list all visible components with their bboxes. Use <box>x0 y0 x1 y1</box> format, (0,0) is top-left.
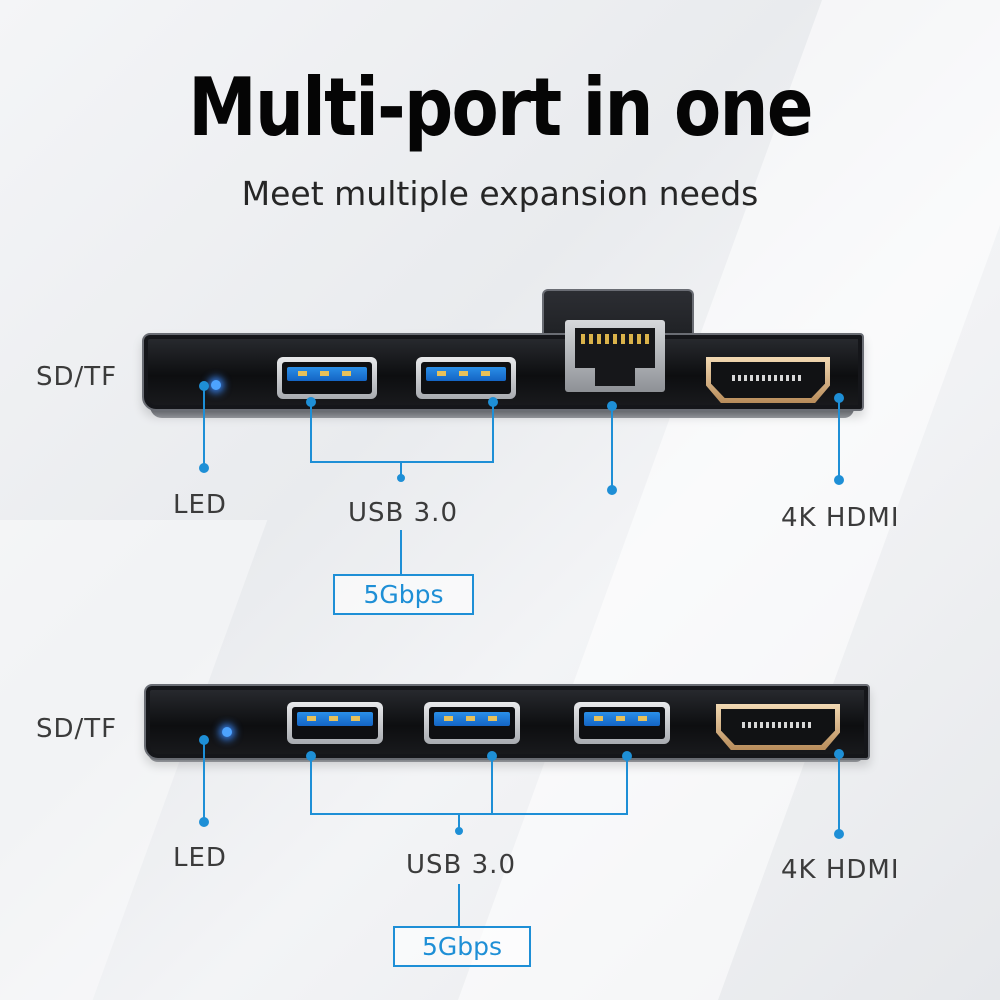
speed-badge: 5Gbps <box>333 574 474 615</box>
callout-dot <box>199 817 209 827</box>
callout-dot <box>397 474 405 482</box>
callout-dot <box>607 485 617 495</box>
label-card-slot: SD/TF <box>36 714 118 744</box>
label-led: LED <box>173 490 227 520</box>
speed-badge: 5Gbps <box>393 926 531 967</box>
usb-port-icon <box>416 357 516 399</box>
usb-bracket-line <box>310 756 628 815</box>
callout-dot <box>834 829 844 839</box>
callout-dot <box>306 397 316 407</box>
callout-dot <box>488 397 498 407</box>
usb-port-icon <box>574 702 670 744</box>
callout-dot <box>306 751 316 761</box>
label-led: LED <box>173 843 227 873</box>
ethernet-port-icon <box>565 320 665 392</box>
usb-bracket-line <box>310 402 494 463</box>
callout-dot <box>199 463 209 473</box>
hdmi-port-icon <box>706 357 830 403</box>
label-usb: USB 3.0 <box>406 850 516 880</box>
usb-port-icon <box>424 702 520 744</box>
led-indicator-icon <box>222 727 232 737</box>
callout-dot <box>834 393 844 403</box>
label-hdmi: 4K HDMI <box>781 503 900 533</box>
label-usb: USB 3.0 <box>348 498 458 528</box>
hdmi-port-icon <box>716 704 840 750</box>
callout-dot <box>199 381 209 391</box>
callout-dot <box>834 475 844 485</box>
usb-port-icon <box>277 357 377 399</box>
callout-dot <box>455 827 463 835</box>
subheadline: Meet multiple expansion needs <box>241 174 759 213</box>
usb-port-icon <box>287 702 383 744</box>
headline: Multi-port in one <box>188 61 813 154</box>
callout-dot <box>622 751 632 761</box>
callout-dot <box>487 751 497 761</box>
led-indicator-icon <box>211 380 221 390</box>
callout-dot <box>199 735 209 745</box>
callout-dot <box>834 749 844 759</box>
label-card-slot: SD/TF <box>36 362 118 392</box>
label-hdmi: 4K HDMI <box>781 855 900 885</box>
callout-dot <box>607 401 617 411</box>
